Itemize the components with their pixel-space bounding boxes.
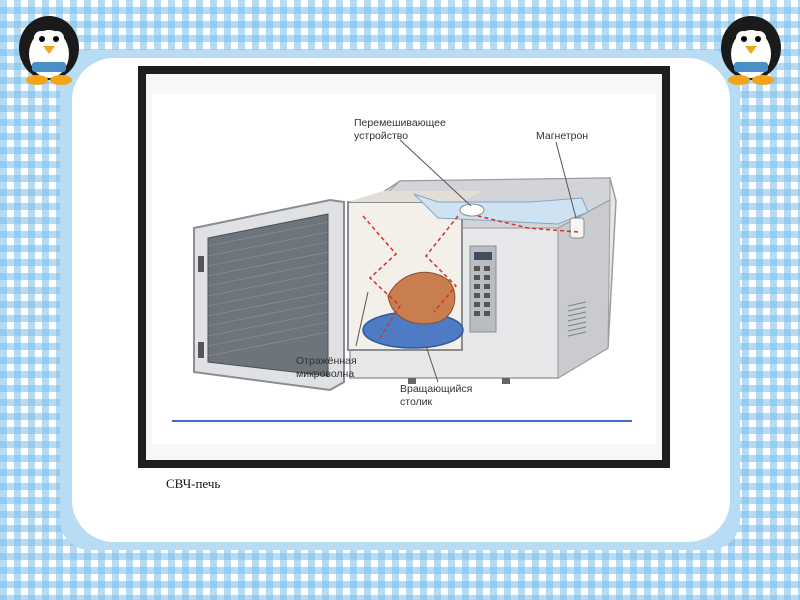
label-turntable-line1: Вращающийся: [400, 383, 472, 395]
label-reflected-wave-line2: микроволна: [296, 368, 354, 380]
penguin-icon: [19, 16, 79, 85]
leader-lines: [355, 139, 577, 383]
label-turntable-line2: столик: [400, 396, 433, 408]
food-item: [387, 271, 456, 325]
label-magnetron: Магнетрон: [536, 130, 588, 142]
label-stirrer-line1: Перемешивающее: [354, 117, 446, 129]
label-stirrer-line2: устройство: [354, 130, 408, 142]
accent-line: [172, 420, 632, 422]
image-caption: СВЧ-печь: [166, 476, 221, 491]
microwave-paths: [362, 215, 579, 339]
oven-body: [347, 177, 617, 384]
oven-door: [193, 198, 345, 392]
penguin-icon: [721, 16, 781, 85]
label-reflected-wave-line1: Отражённая: [296, 355, 357, 367]
microwave-diagram: Перемешивающее устройство Магнетрон Отра…: [138, 66, 670, 468]
